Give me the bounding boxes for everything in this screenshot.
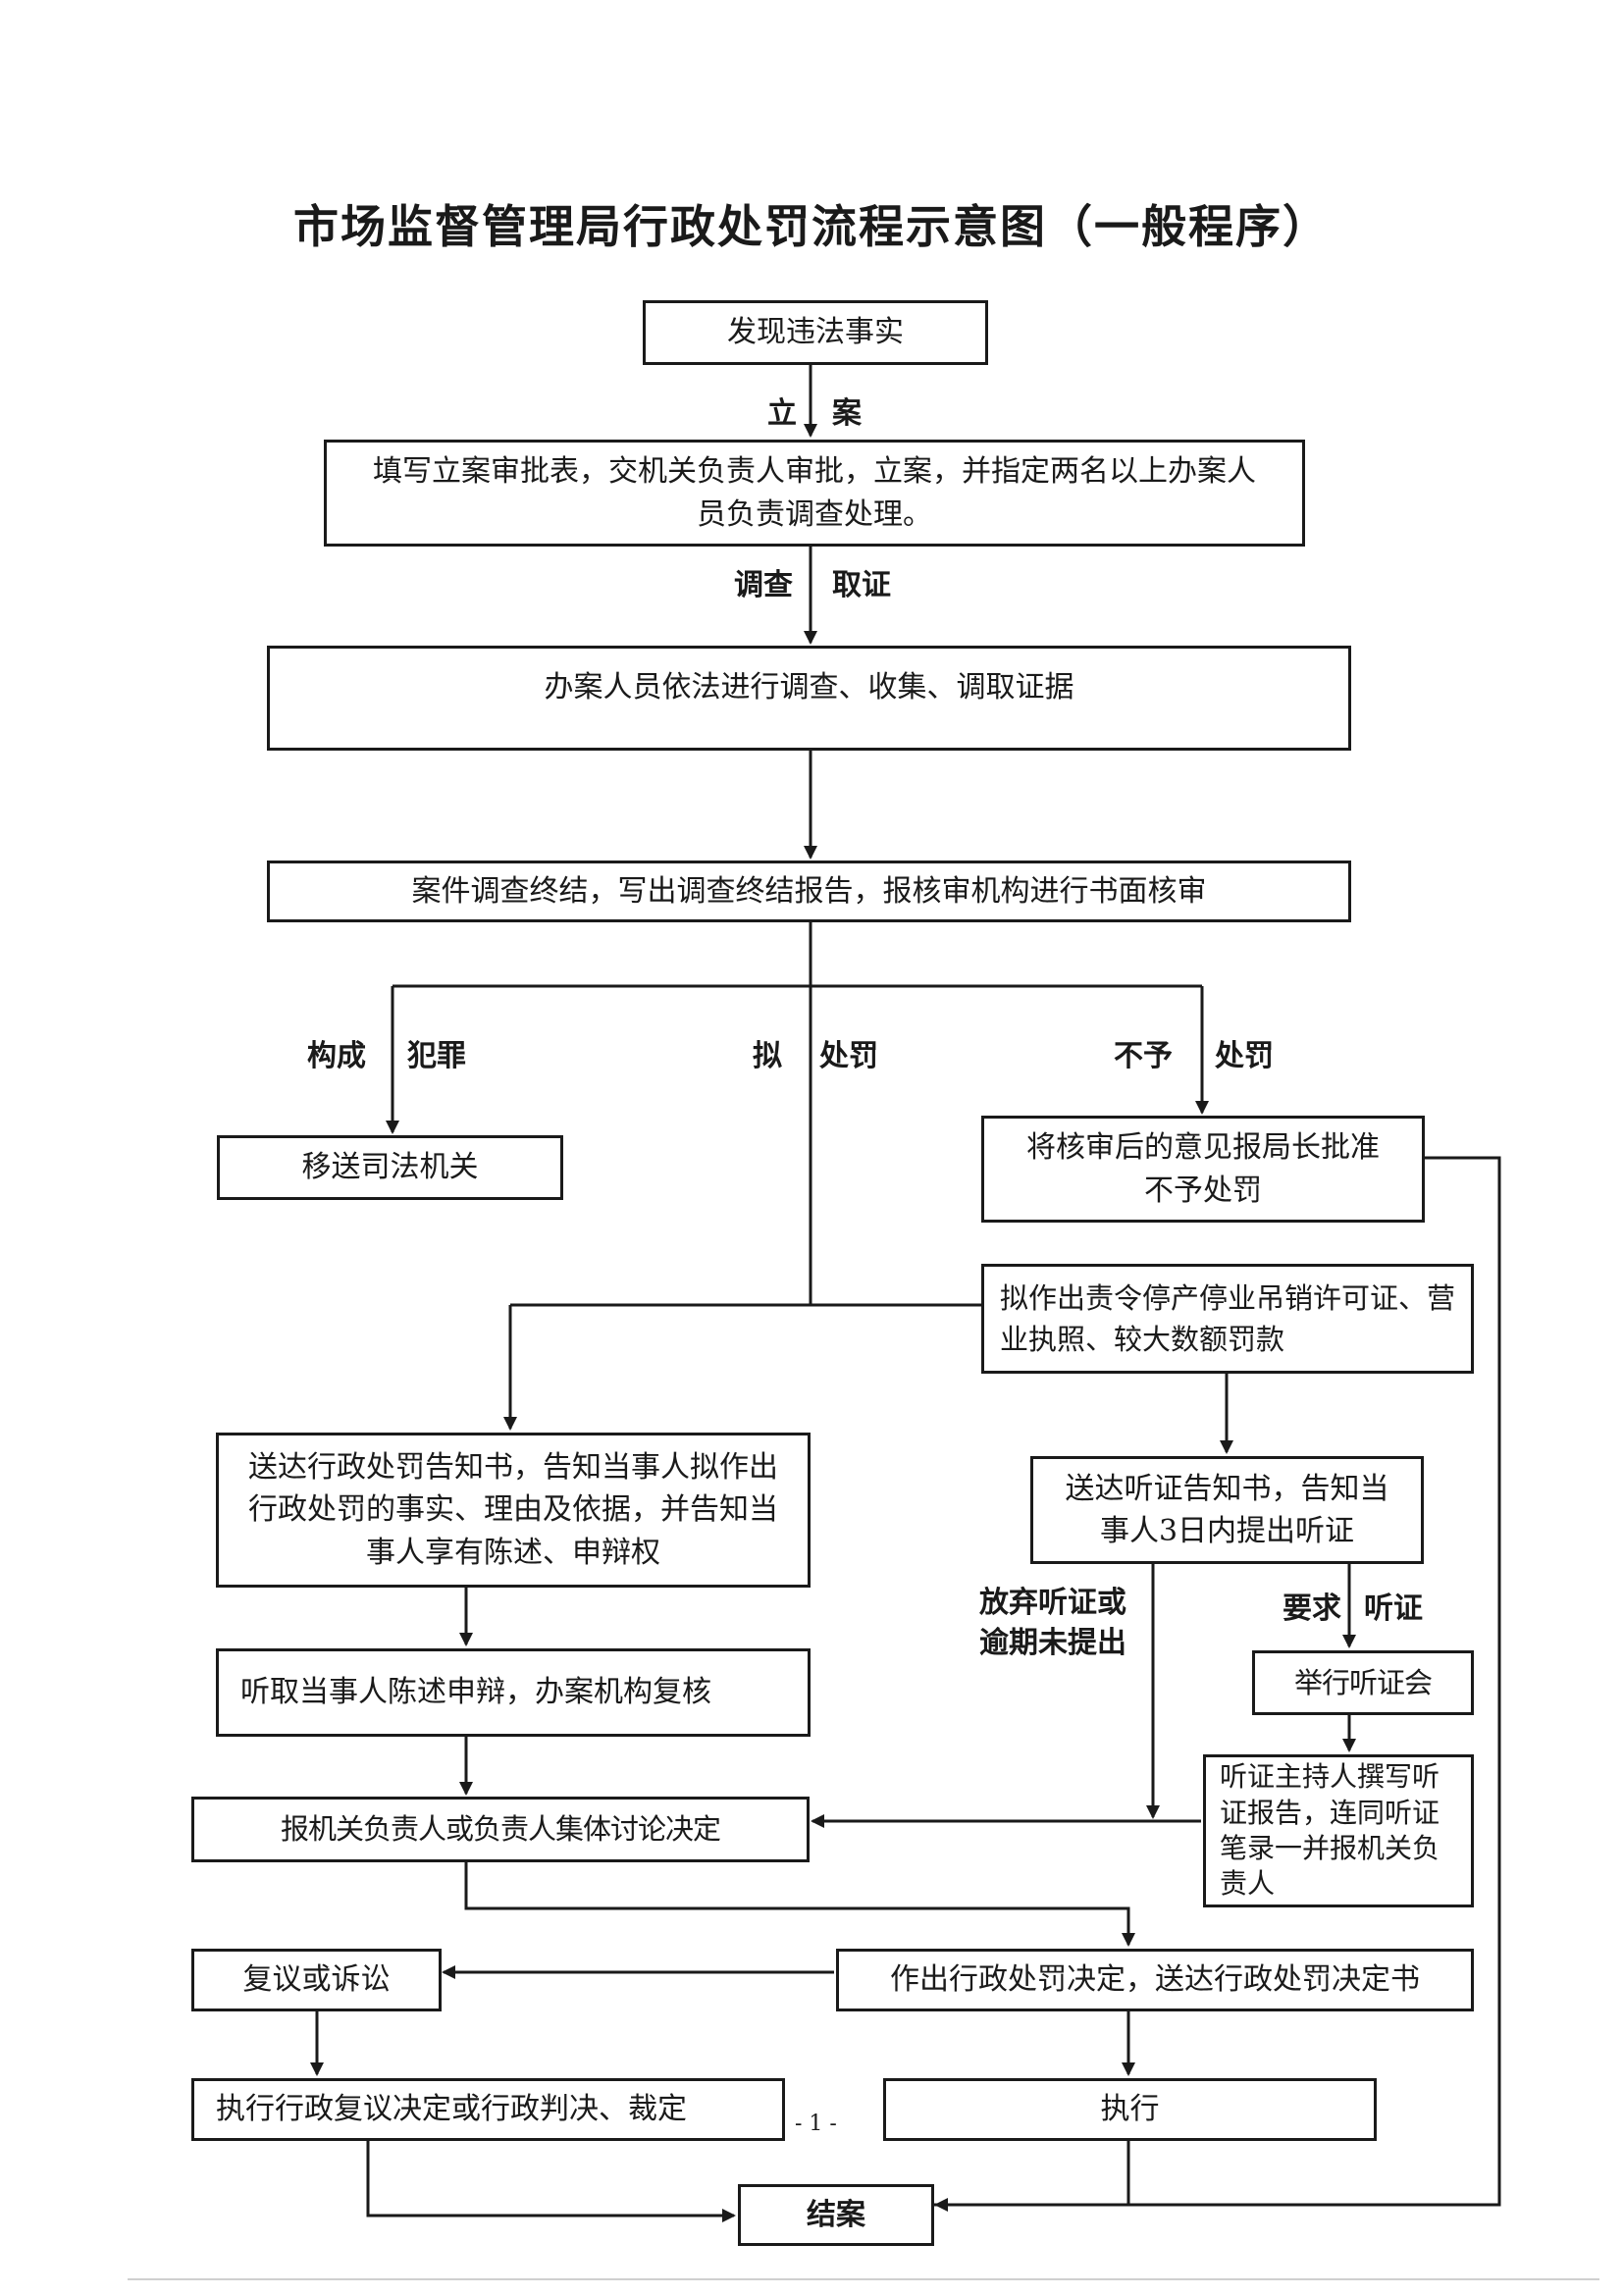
- node-register: 填写立案审批表，交机关负责人审批，立案，并指定两名以上办案人员负责调查处理。: [324, 440, 1305, 547]
- label-register-b: 案: [832, 396, 862, 431]
- label-register-a: 立: [767, 396, 797, 431]
- node-close: 结案: [738, 2184, 934, 2246]
- node-major-penalty: 拟作出责令停产停业吊销许可证、营业执照、较大数额罚款: [981, 1264, 1474, 1374]
- label-waive: 放弃听证或逾期未提出: [979, 1586, 1126, 1660]
- label-crime-a: 构成: [307, 1039, 366, 1073]
- label-nopenalty-a: 不予: [1114, 1039, 1173, 1073]
- node-collective: 报机关负责人或负责人集体讨论决定: [191, 1797, 810, 1862]
- label-nopenalty-b: 处罚: [1215, 1039, 1274, 1073]
- node-review: 复议或诉讼: [191, 1949, 442, 2011]
- label-request-a: 要求: [1283, 1592, 1341, 1626]
- node-hearing-report: 听证主持人撰写听证报告，连同听证笔录一并报机关负责人: [1203, 1754, 1474, 1907]
- node-enforce: 执行: [883, 2078, 1377, 2141]
- node-hearing-notice: 送达听证告知书，告知当事人3日内提出听证: [1030, 1456, 1424, 1564]
- node-decision: 作出行政处罚决定，送达行政处罚决定书: [836, 1949, 1474, 2011]
- node-discover: 发现违法事实: [643, 300, 988, 365]
- node-no-penalty: 将核审后的意见报局长批准不予处罚: [981, 1116, 1425, 1223]
- label-investigate-a: 调查: [734, 568, 793, 602]
- node-hold-hearing: 举行听证会: [1252, 1650, 1474, 1715]
- node-report: 案件调查终结，写出调查终结报告，报核审机构进行书面核审: [267, 861, 1351, 922]
- node-statement: 听取当事人陈述申辩，办案机构复核: [216, 1648, 811, 1737]
- node-notice: 送达行政处罚告知书，告知当事人拟作出行政处罚的事实、理由及依据，并告知当事人享有…: [216, 1433, 811, 1588]
- page-number: - 1 -: [795, 2112, 837, 2136]
- node-transfer: 移送司法机关: [217, 1135, 563, 1200]
- node-enforce-review: 执行行政复议决定或行政判决、裁定: [191, 2078, 785, 2141]
- label-crime-b: 犯罪: [407, 1039, 466, 1073]
- node-investigate: 办案人员依法进行调查、收集、调取证据: [267, 646, 1351, 751]
- label-penalty-a: 拟: [753, 1039, 782, 1073]
- page-title: 市场监督管理局行政处罚流程示意图（一般程序）: [293, 200, 1330, 253]
- scan-edge: [128, 2278, 1599, 2280]
- label-penalty-b: 处罚: [819, 1039, 878, 1073]
- label-investigate-b: 取证: [832, 568, 891, 602]
- label-request-b: 听证: [1364, 1592, 1423, 1626]
